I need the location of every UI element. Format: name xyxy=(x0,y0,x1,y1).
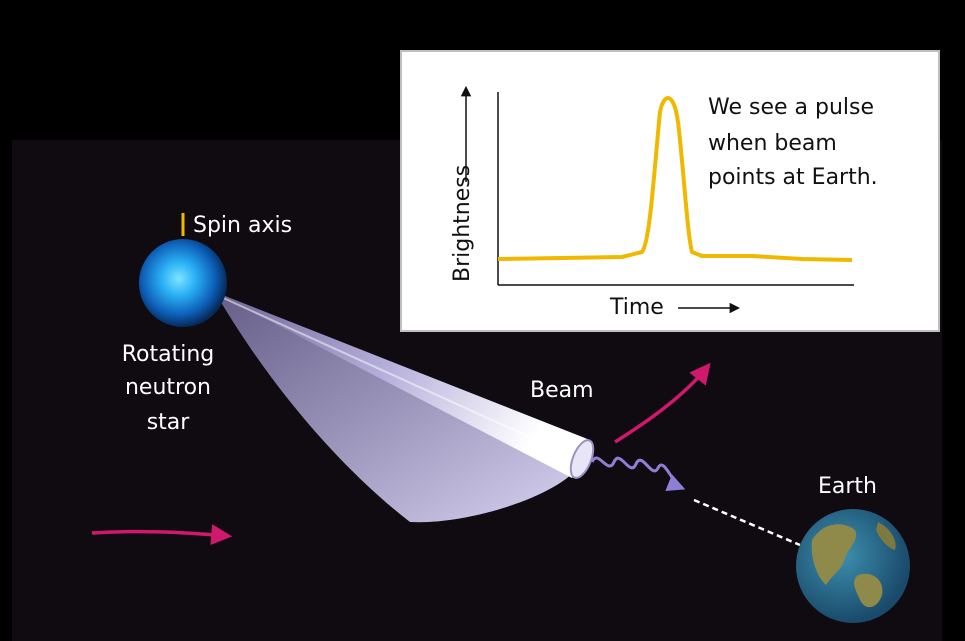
beam-cone xyxy=(210,290,590,478)
brightness-plot xyxy=(460,85,854,314)
brightness-axis-label: Brightness xyxy=(450,164,475,282)
pulse-caption-line3: points at Earth. xyxy=(708,165,878,190)
beam-opening xyxy=(569,439,595,479)
pulse-caption-line2: when beam xyxy=(708,131,837,156)
time-axis-label: Time xyxy=(610,295,664,320)
beam-label: Beam xyxy=(530,378,594,403)
pulse-curve xyxy=(497,96,853,262)
star-label-line3: star xyxy=(146,410,190,435)
line-of-sight xyxy=(693,498,801,547)
earth-label: Earth xyxy=(818,474,877,499)
beam-fan xyxy=(215,292,580,523)
light-wave xyxy=(590,456,686,491)
brightness-inset: Brightness Time We see a pulse when beam… xyxy=(400,50,940,332)
rotation-arrow-left xyxy=(91,524,233,546)
pulse-caption-line1: We see a pulse xyxy=(708,95,875,120)
star-label-line1: Rotating xyxy=(121,342,215,367)
rotation-arrow-right xyxy=(614,362,711,444)
earth-globe xyxy=(796,509,910,623)
spin-axis-label: Spin axis xyxy=(193,213,293,238)
neutron-star xyxy=(139,239,227,327)
star-label-line2: neutron xyxy=(124,375,211,400)
